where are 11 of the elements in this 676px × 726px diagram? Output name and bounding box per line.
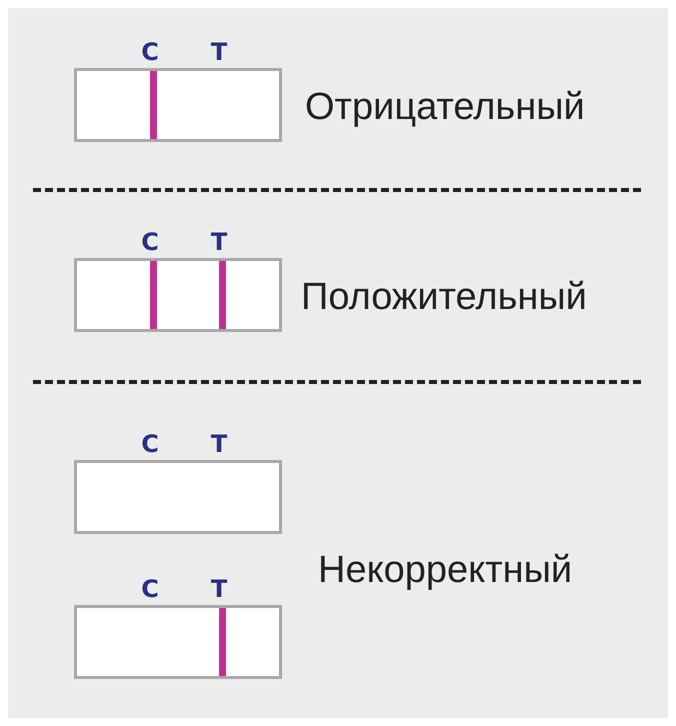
line-letter: T (210, 430, 228, 458)
result-label: Отрицательный (305, 86, 585, 129)
line-letter: T (210, 38, 228, 66)
line-letter: C (140, 228, 160, 256)
line-letter: C (140, 38, 160, 66)
line-letter: C (140, 575, 160, 603)
line-letter: C (140, 430, 160, 458)
result-label: Положительный (301, 276, 587, 319)
result-label: Некорректный (318, 549, 572, 592)
line-letter: T (210, 228, 228, 256)
line-letter: T (210, 575, 228, 603)
